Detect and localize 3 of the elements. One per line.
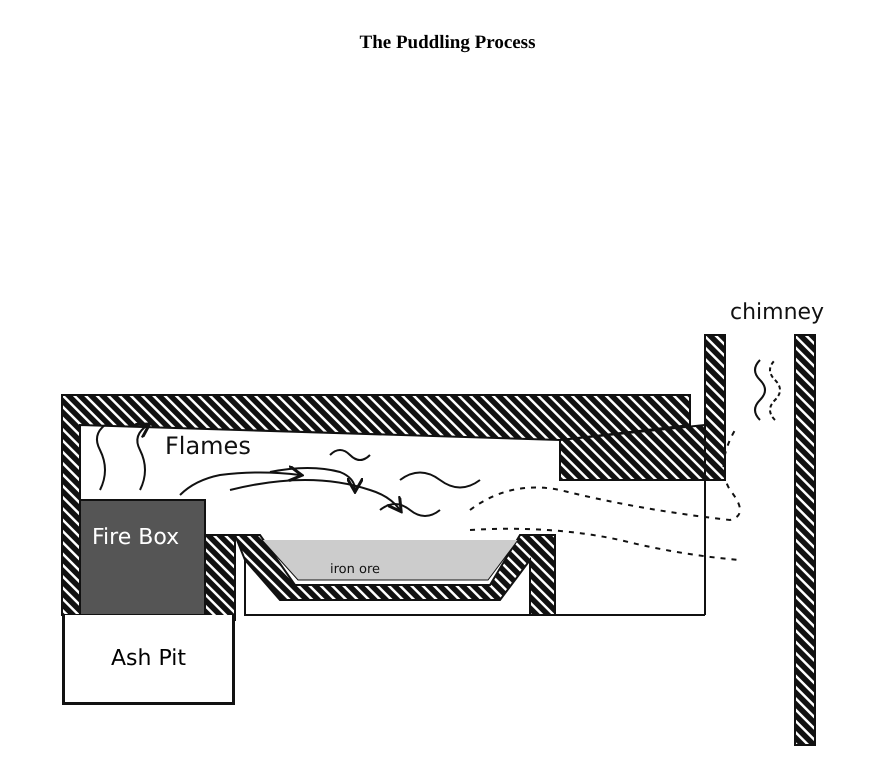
pit-box: Ash Pit: [62, 615, 235, 705]
part-label: chimney: [730, 300, 824, 325]
diagram-title: The Puddling Process: [358, 32, 536, 54]
